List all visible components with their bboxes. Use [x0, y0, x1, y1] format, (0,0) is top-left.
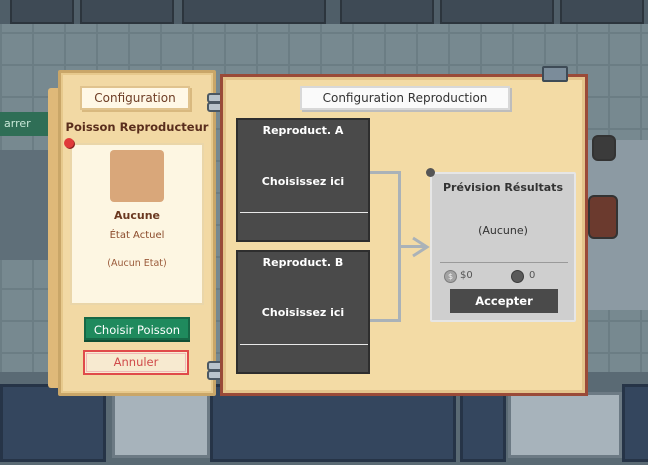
breeder-slot-a-title: Reproduct. A: [262, 124, 344, 137]
arrow-right-icon: [412, 236, 430, 258]
background-jar: [592, 135, 616, 161]
accept-button[interactable]: Accepter: [450, 289, 558, 313]
connector-line: [401, 245, 425, 248]
background-counter: [182, 0, 326, 24]
breeder-fish-heading: Poisson Reproducteur: [65, 120, 209, 134]
tab-breeding-configuration[interactable]: Configuration Reproduction: [300, 86, 510, 110]
coin-icon: $: [444, 270, 457, 283]
breeder-slot-b-divider: [240, 344, 368, 345]
cancel-button[interactable]: Annuler: [83, 350, 189, 375]
connector-line: [398, 171, 401, 322]
background-shelf: [0, 384, 106, 462]
breeder-slot-a-prompt: Choisissez ici: [261, 175, 345, 188]
prediction-title: Prévision Résultats: [443, 181, 563, 194]
breeder-slot-b-prompt: Choisissez ici: [261, 306, 345, 319]
prediction-value: (Aucune): [478, 224, 528, 237]
tab-configuration[interactable]: Configuration: [80, 86, 190, 110]
fish-name: Aucune: [114, 209, 160, 222]
background-counter: [10, 0, 74, 24]
breeder-slot-b[interactable]: [236, 250, 370, 374]
background-shelf: [622, 384, 648, 462]
background-jar: [588, 195, 618, 239]
background-sign: arrer: [0, 112, 52, 136]
choose-fish-button[interactable]: Choisir Poisson: [84, 317, 190, 340]
background-shelf: [460, 384, 506, 462]
gem-icon: [511, 270, 524, 283]
paper-clip-icon: [542, 66, 568, 82]
breeder-slot-b-title: Reproduct. B: [262, 256, 344, 269]
pin-icon: [426, 168, 435, 177]
background-sink: [508, 392, 622, 458]
background-sink: [112, 392, 210, 458]
background-counter: [340, 0, 434, 24]
fish-state-value: (Aucun Etat): [107, 258, 167, 269]
background-counter: [80, 0, 174, 24]
fish-portrait-slot: [110, 150, 164, 202]
prediction-divider: [440, 262, 568, 263]
breeder-slot-a-divider: [240, 212, 368, 213]
fish-state-label: État Actuel: [109, 230, 165, 241]
pin-icon: [64, 138, 74, 148]
connector-line: [370, 319, 401, 322]
prediction-gems: 0: [529, 270, 536, 281]
background-counter: [560, 0, 644, 24]
breeder-slot-a[interactable]: [236, 118, 370, 242]
background-left-wall: [0, 150, 54, 260]
prediction-money: $0: [460, 270, 473, 281]
background-counter: [440, 0, 554, 24]
connector-line: [370, 171, 401, 174]
